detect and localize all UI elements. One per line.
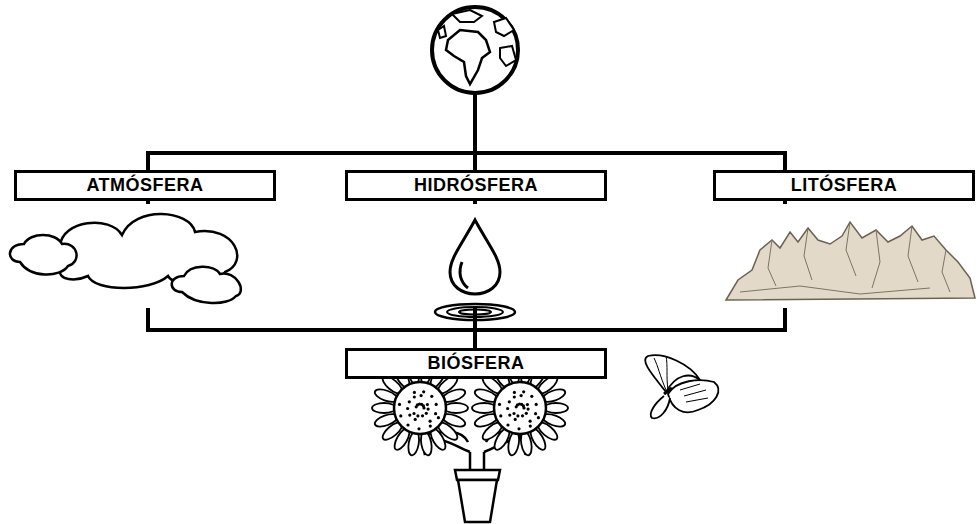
seed-dot bbox=[526, 403, 529, 406]
seed-dot bbox=[508, 400, 511, 403]
sphere-box: LITÓSFERA bbox=[713, 170, 975, 201]
seed-dot bbox=[412, 412, 415, 415]
seed-dot bbox=[427, 408, 430, 411]
seed-dot bbox=[514, 418, 517, 421]
seed-dot bbox=[422, 390, 425, 393]
seed-dot bbox=[426, 403, 429, 406]
seed-dot bbox=[406, 423, 409, 426]
seed-dot bbox=[417, 427, 420, 430]
seed-dot bbox=[530, 395, 533, 398]
petal bbox=[472, 403, 496, 413]
seed-dot bbox=[506, 407, 509, 410]
seed-dot bbox=[420, 394, 423, 397]
seed-dot bbox=[522, 390, 525, 393]
seed-dot bbox=[435, 403, 438, 406]
seed-dot bbox=[398, 403, 401, 406]
seed-dot bbox=[416, 414, 419, 417]
seed-dot bbox=[512, 412, 515, 415]
globe bbox=[432, 7, 518, 93]
mountains bbox=[726, 222, 975, 300]
seed-dot bbox=[408, 414, 411, 417]
picture-ground bbox=[0, 204, 977, 308]
seed-dot bbox=[413, 395, 416, 398]
clouds bbox=[10, 214, 241, 303]
seed-dot bbox=[513, 391, 516, 394]
box-label: ATMÓSFERA bbox=[86, 175, 203, 196]
seed-dot bbox=[537, 416, 540, 419]
seed-dot bbox=[521, 414, 524, 417]
seed-dot bbox=[425, 412, 428, 415]
bottom-bracket bbox=[148, 308, 785, 330]
seed-dot bbox=[534, 412, 537, 415]
seed-dot bbox=[421, 414, 424, 417]
sphere-box: ATMÓSFERA bbox=[14, 170, 276, 201]
seed-dot bbox=[520, 394, 523, 397]
seed-dot bbox=[406, 407, 409, 410]
seed-dot bbox=[535, 403, 538, 406]
seed-dot bbox=[516, 414, 519, 417]
seed-dot bbox=[430, 395, 433, 398]
seed-dot bbox=[414, 418, 417, 421]
seed-dot bbox=[525, 412, 528, 415]
seed-dot bbox=[434, 412, 437, 415]
seed-dot bbox=[498, 403, 501, 406]
water-drop bbox=[435, 220, 515, 320]
seed-dot bbox=[508, 414, 511, 417]
seed-dot bbox=[527, 408, 530, 411]
seed-dot bbox=[517, 427, 520, 430]
seed-dot bbox=[515, 405, 518, 408]
box-label: BIÓSFERA bbox=[427, 353, 524, 374]
seed-dot bbox=[437, 416, 440, 419]
sphere-box: HIDRÓSFERA bbox=[345, 170, 607, 201]
petal bbox=[544, 403, 568, 413]
petal bbox=[444, 403, 468, 413]
seed-dot bbox=[529, 420, 532, 423]
seed-dot bbox=[499, 414, 502, 417]
seed-dot bbox=[399, 414, 402, 417]
seed-dot bbox=[513, 395, 516, 398]
seed-dot bbox=[429, 420, 432, 423]
seed-dot bbox=[415, 405, 418, 408]
sunflower-pot bbox=[372, 360, 568, 522]
box-label: LITÓSFERA bbox=[791, 175, 898, 196]
seed-dot bbox=[529, 425, 532, 428]
sphere-box: BIÓSFERA bbox=[345, 348, 607, 379]
box-label: HIDRÓSFERA bbox=[414, 175, 538, 196]
seed-dot bbox=[506, 423, 509, 426]
butterfly bbox=[645, 355, 718, 418]
petal bbox=[372, 403, 396, 413]
seed-dot bbox=[408, 400, 411, 403]
seed-dot bbox=[429, 425, 432, 428]
top-bracket bbox=[148, 92, 785, 172]
seed-dot bbox=[413, 391, 416, 394]
